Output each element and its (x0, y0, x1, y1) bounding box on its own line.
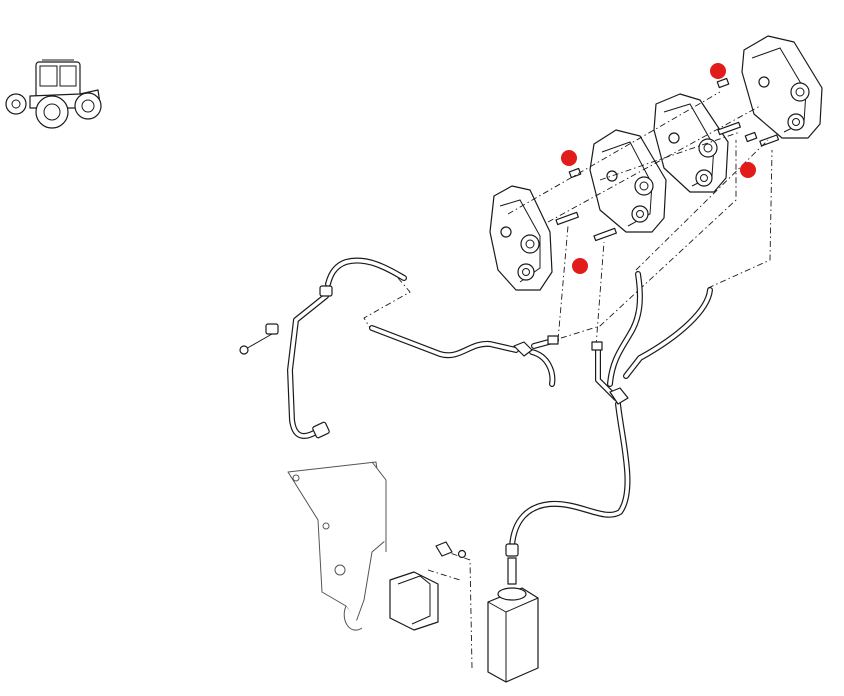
washer-reservoir (487, 543, 539, 683)
highlight-marker (710, 63, 726, 79)
valve-block-left (489, 185, 553, 291)
hose-lines (325, 257, 713, 549)
valve-block-center-left (589, 129, 667, 233)
leader-lines (363, 91, 773, 679)
valve-block-right (741, 35, 823, 139)
valve-block-center-right (653, 93, 729, 193)
rigid-pipe (239, 285, 333, 439)
valve-fittings (555, 77, 780, 242)
mounting-bracket (287, 461, 387, 631)
tractor-icon (5, 59, 102, 129)
y-connectors (513, 335, 629, 405)
highlight-marker (740, 162, 756, 178)
highlight-markers (561, 63, 756, 274)
reservoir-holder (389, 541, 467, 631)
highlight-marker (561, 150, 577, 166)
highlight-marker (572, 258, 588, 274)
